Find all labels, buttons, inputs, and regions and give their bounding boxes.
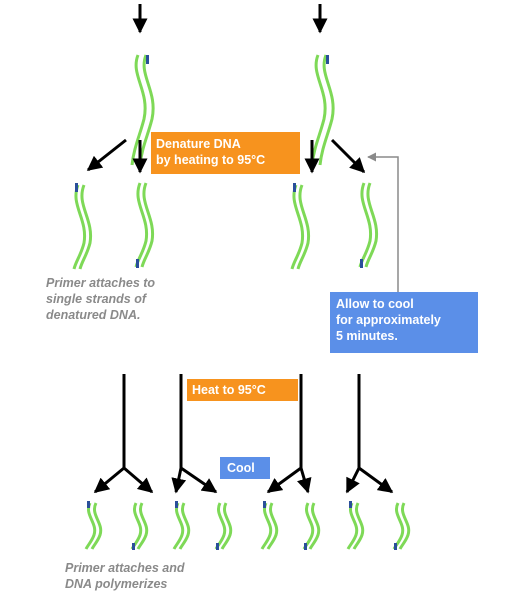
product-strand-7: [346, 499, 365, 551]
heat-95-label: Heat to 95°C: [187, 379, 298, 401]
product-strand-1: [84, 499, 103, 551]
primer-polymerizes-caption: Primer attaches and DNA polymerizes: [65, 561, 185, 591]
product-strand-4: [214, 501, 233, 552]
branch-2b: [180, 466, 218, 494]
dsdna-right: [310, 53, 335, 167]
cool-label: Cool: [220, 457, 270, 479]
single-strand-1: [72, 181, 93, 271]
denature-arrow-1: [86, 138, 127, 172]
primer-attaches-caption: Primer attaches to single strands of den…: [46, 276, 156, 322]
product-strand-5: [260, 499, 279, 551]
branch-4a: [345, 467, 361, 494]
cool-5min-label: Allow to cool for approximately 5 minute…: [330, 292, 478, 353]
branch-2a: [171, 467, 187, 494]
single-strand-2: [134, 181, 155, 270]
branch-1a: [93, 466, 125, 494]
denature-label: Denature DNA by heating to 95°C: [151, 132, 300, 174]
branch-3b: [297, 467, 312, 494]
denature-arrow-4: [330, 138, 366, 174]
product-strand-8: [392, 501, 411, 552]
branch-3a: [266, 466, 302, 494]
branch-4b: [358, 466, 394, 494]
dsdna-left: [130, 53, 155, 167]
single-strand-3: [290, 181, 311, 271]
branch-1b: [123, 466, 154, 494]
product-strand-2: [130, 501, 149, 552]
cool-feedback-arrow: [367, 152, 399, 292]
product-strand-6: [302, 501, 321, 552]
product-strand-3: [172, 499, 191, 551]
single-strand-4: [358, 181, 379, 270]
